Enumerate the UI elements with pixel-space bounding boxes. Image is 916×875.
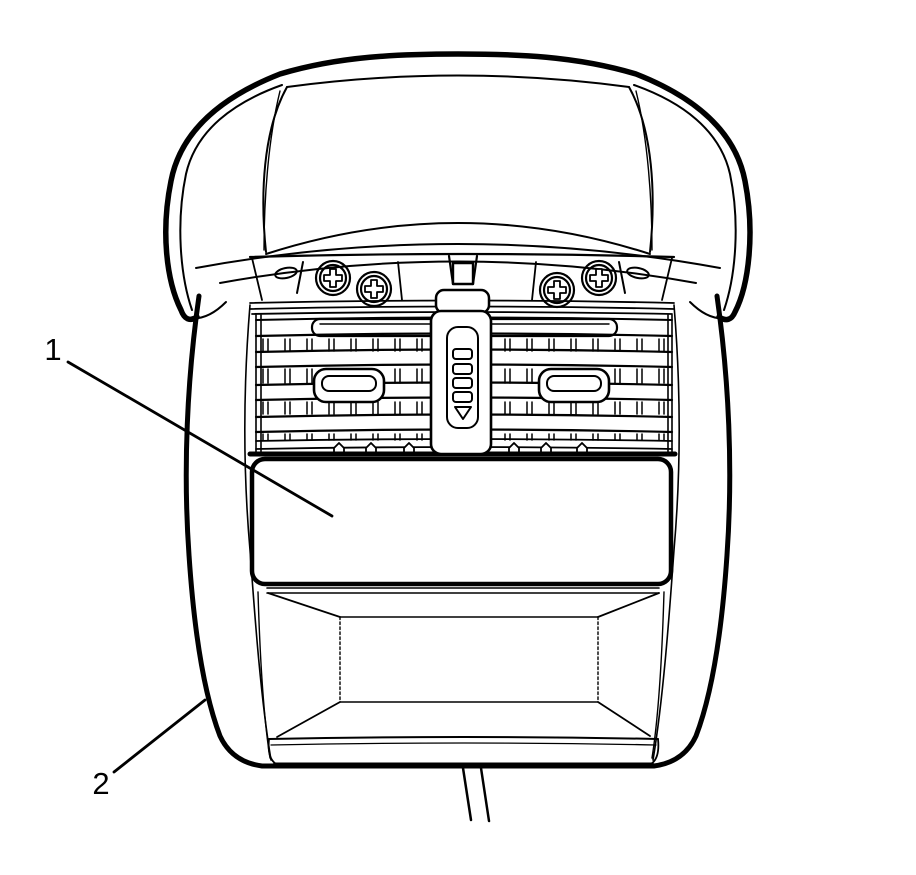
pocket-lip-top (268, 736, 659, 740)
hood-wing-edge-left (184, 301, 227, 320)
strip-side-slant-right (661, 257, 673, 301)
pocket-slant-bottom-right (597, 701, 651, 737)
callout-1-label: 1 (44, 332, 61, 367)
vent-feet (333, 442, 588, 453)
phillips-screw-1-icon (314, 259, 352, 297)
mode-control-track (446, 326, 479, 429)
mode-button-1 (452, 348, 473, 360)
center-clip (447, 254, 479, 286)
callout-1 (66, 360, 334, 518)
slot-hole-right-icon (626, 266, 650, 280)
phillips-screw-4-icon (580, 259, 618, 297)
pocket-lip-inner (270, 742, 657, 746)
vent-fins-row-4 (262, 433, 665, 441)
harness-lines (461, 766, 491, 823)
trim-plate-outline (249, 456, 674, 587)
top-panel-right-seam (635, 90, 653, 251)
vent-slider-right-grip (546, 375, 602, 392)
hood-outline (163, 51, 753, 323)
console-inner-line2-right (651, 591, 665, 759)
top-panel-left-seam (263, 90, 281, 251)
shoulder-curve-lower (219, 260, 697, 284)
vent-slider-right-body (537, 367, 611, 404)
harness-line-1 (461, 766, 473, 822)
top-panel (262, 74, 654, 253)
phillips-screw-2-icon (355, 270, 393, 308)
mode-button-4 (452, 391, 473, 403)
storage-pocket (266, 587, 660, 768)
mode-button-2 (452, 363, 473, 375)
vent-fins-row-3 (262, 401, 665, 415)
pocket-slant-top-right (597, 592, 660, 618)
shoulder-curve-upper (265, 222, 651, 255)
clip-window (451, 261, 475, 286)
harness-line-2 (479, 766, 491, 823)
pocket-slant-bottom-left (276, 701, 341, 738)
strip-side-slant-left (251, 257, 263, 301)
mode-button-3 (452, 377, 473, 389)
hood-inner-line-left (179, 84, 283, 311)
console-inner-line-left (243, 304, 272, 761)
vent-fins-row-1 (262, 338, 665, 352)
vent-mode-control (429, 288, 493, 456)
console-hood (163, 51, 753, 323)
callout-2 (112, 698, 207, 774)
strip-tick-left (296, 261, 304, 294)
vent-slider-right (537, 367, 611, 404)
trim-plate (249, 456, 674, 587)
vent-fins-row-2 (262, 368, 665, 384)
pocket-slant-top-left (267, 592, 341, 618)
callout-2-leader (112, 698, 207, 774)
top-panel-top-edge (286, 74, 630, 88)
phillips-screw-3-icon (538, 271, 576, 309)
vent-left-edge (255, 314, 262, 453)
mode-arrow-down-icon (454, 406, 472, 420)
callout-1-leader (66, 360, 334, 518)
strip-divider-left (397, 261, 403, 301)
vent-slider-left (312, 367, 386, 404)
strip-tick-right (618, 261, 626, 294)
vent-slider-left-body (312, 367, 386, 404)
strip-divider-right (531, 261, 537, 301)
hood-inner-line-right (633, 84, 737, 311)
vent-right-edge (667, 314, 673, 453)
console-inner-line-right (652, 304, 681, 761)
pocket-lip-end-left (267, 738, 277, 765)
hood-wing-edge-right (689, 301, 732, 320)
mode-control-cap (434, 288, 491, 315)
slot-hole-left-icon (274, 266, 298, 280)
strip-top-line (248, 252, 676, 259)
callout-2-label: 2 (92, 766, 109, 801)
vent-slider-left-grip (321, 375, 377, 392)
